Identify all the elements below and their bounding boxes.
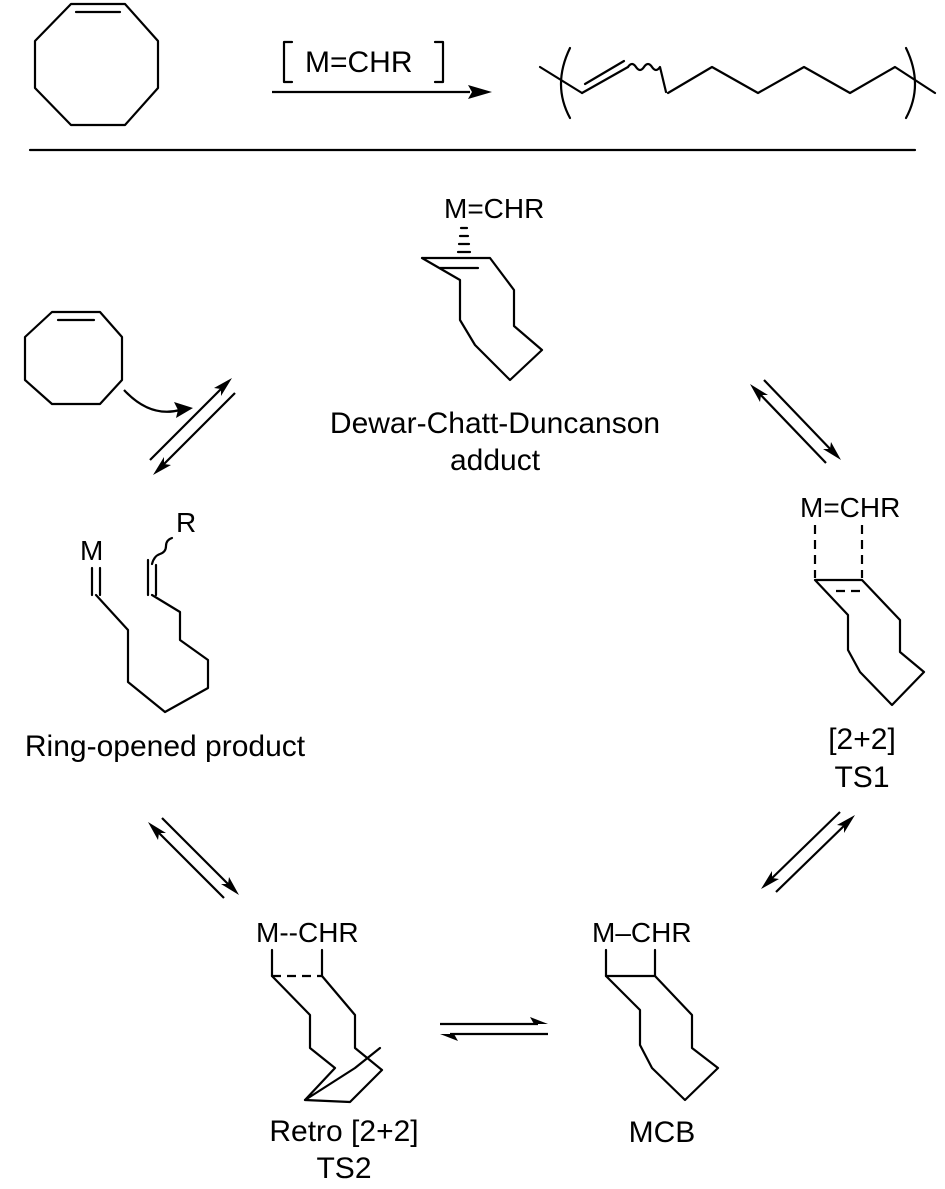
polymer-repeat-unit [538, 46, 937, 120]
mcb-atom-label: M–CHR [592, 917, 692, 948]
catalyst-bracket-left [282, 40, 294, 84]
ring-opened-atom-r: R [176, 507, 196, 538]
ring-opened-atom-m: M [80, 535, 103, 566]
dcd-atom-label: M=CHR [444, 193, 544, 224]
ts2-label-line2: TS2 [316, 1152, 371, 1185]
equilibrium-arrow-5 [148, 817, 239, 899]
catalyst-label: M=CHR [305, 46, 413, 79]
ring-opened-label: Ring-opened product [25, 730, 306, 763]
ts1-label-line1: [2+2] [828, 723, 896, 756]
dcd-ring [420, 256, 544, 382]
ring-opened-structure: M R [80, 507, 210, 714]
equilibrium-arrow-1 [149, 378, 236, 475]
equilibrium-arrow-3 [761, 811, 855, 893]
curved-arrow [123, 389, 181, 413]
cyclooctene-ring [33, 2, 160, 127]
ts2-label-line1: Retro [2+2] [269, 1115, 418, 1148]
dcd-label-line1: Dewar-Chatt-Duncanson [330, 407, 660, 440]
ts1-label-line2: TS1 [834, 761, 889, 794]
ts2-structure: M--CHR [256, 917, 384, 1104]
dcd-hashed-bond [456, 226, 472, 254]
repeat-paren-left [560, 46, 572, 120]
repeat-paren-right [904, 46, 916, 120]
dcd-label-line2: adduct [450, 444, 541, 477]
top-reaction: M=CHR [28, 2, 937, 152]
ts1-atom-label: M=CHR [800, 492, 900, 523]
reaction-arrowhead [468, 85, 492, 99]
equilibrium-arrow-4 [440, 1017, 548, 1041]
catalyst-bracket-right [433, 40, 445, 84]
mcb-structure: M–CHR [592, 917, 720, 1102]
mcb-label: MCB [629, 1116, 696, 1149]
dcd-adduct: M=CHR [420, 193, 544, 382]
ts2-atom-label: M--CHR [256, 917, 359, 948]
ts1-structure: M=CHR [800, 492, 926, 707]
entering-cyclooctene [23, 310, 193, 418]
equilibrium-arrow-2 [750, 379, 841, 464]
